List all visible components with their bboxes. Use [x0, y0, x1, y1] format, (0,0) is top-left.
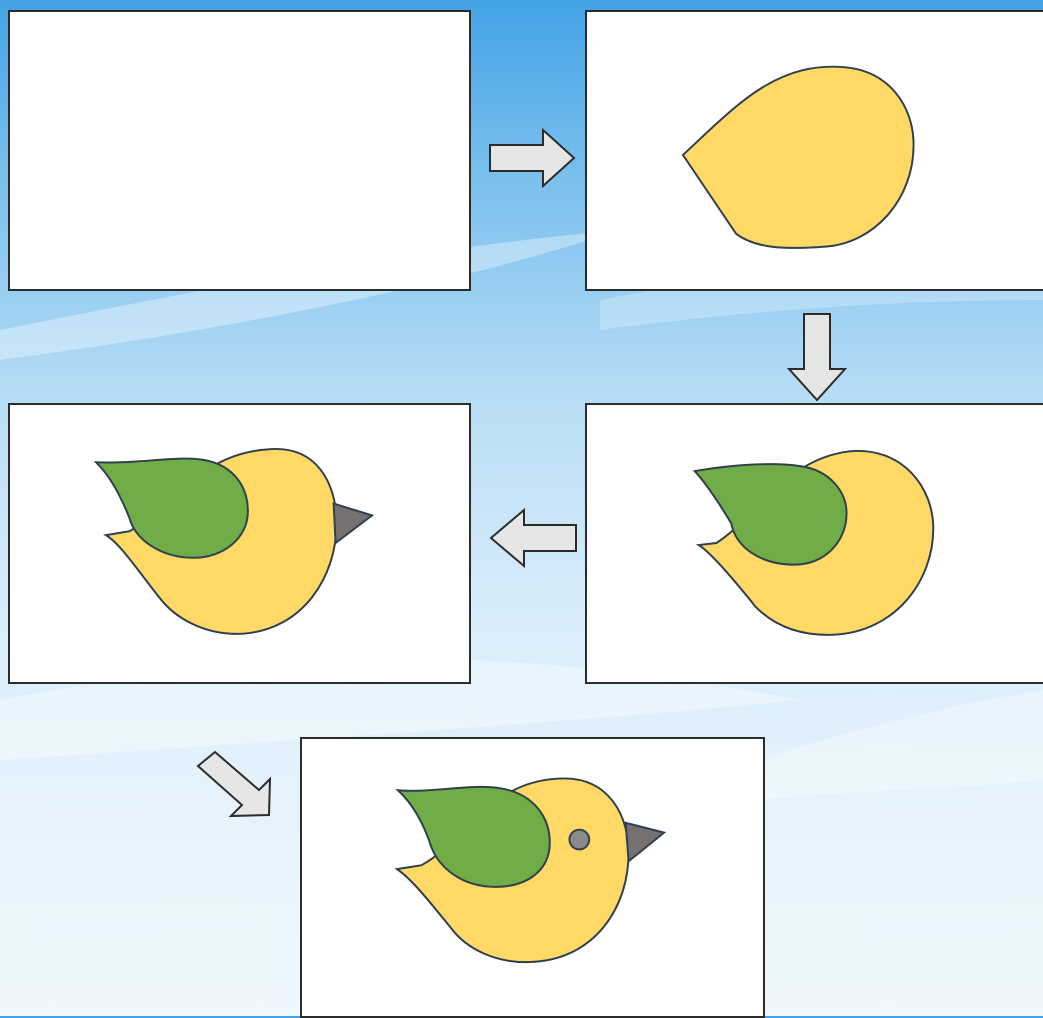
bird-eye	[569, 830, 589, 850]
step-5-panel	[300, 737, 765, 1018]
arrow-right	[488, 127, 578, 189]
arrow-left	[488, 506, 580, 570]
bird-beak	[626, 823, 664, 861]
bird-beak	[334, 504, 372, 543]
step-3-panel	[585, 403, 1043, 684]
arrow-down	[786, 311, 848, 403]
step-2-panel	[585, 10, 1043, 291]
step-4-panel	[8, 403, 471, 684]
teardrop-body	[683, 67, 914, 248]
step-1-panel	[8, 10, 471, 291]
cloud-streak	[760, 690, 1043, 800]
arrow-down-right	[195, 748, 277, 820]
